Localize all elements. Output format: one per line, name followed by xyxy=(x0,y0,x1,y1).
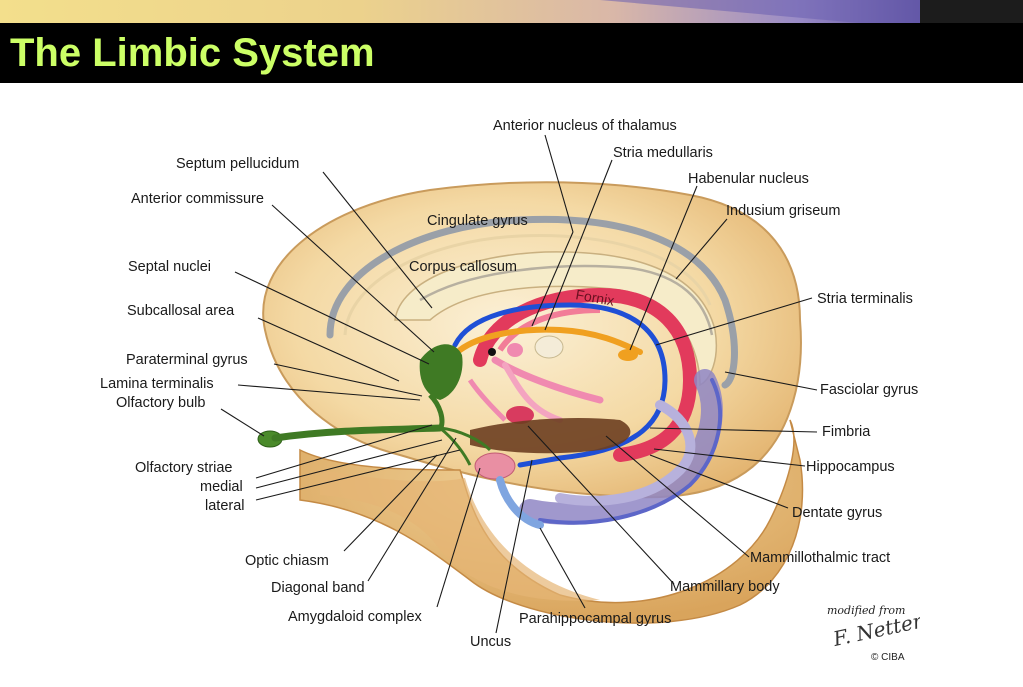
label-anterior-nucleus-of-thalamus: Anterior nucleus of thalamus xyxy=(493,118,677,134)
stria-medullaris-region xyxy=(457,326,643,355)
label-dentate-gyrus: Dentate gyrus xyxy=(792,505,882,521)
limbic-system-diagram: Anterior nucleus of thalamus Stria medul… xyxy=(0,83,1023,682)
leader-lines xyxy=(220,134,818,634)
label-septal-nuclei: Septal nuclei xyxy=(128,259,211,275)
label-olfactory-striae: Olfactory striae xyxy=(135,460,233,476)
label-uncus: Uncus xyxy=(470,634,511,650)
label-stria-medullaris: Stria medullaris xyxy=(613,145,713,161)
slide-title: The Limbic System xyxy=(10,31,375,75)
stria-terminalis-region xyxy=(452,302,668,468)
label-septum-pellucidum: Septum pellucidum xyxy=(176,156,299,172)
label-subcallosal-area: Subcallosal area xyxy=(127,303,235,319)
label-amygdaloid-complex: Amygdaloid complex xyxy=(288,609,423,625)
label-diagonal-band: Diagonal band xyxy=(271,580,365,596)
label-fimbria: Fimbria xyxy=(822,424,871,440)
label-stria-terminalis: Stria terminalis xyxy=(817,291,913,307)
hippocampus-region xyxy=(519,369,723,525)
label-olfactory-striae-lateral: lateral xyxy=(205,498,245,514)
label-anterior-commissure: Anterior commissure xyxy=(131,191,264,207)
label-mammillothalmic-tract: Mammillothalmic tract xyxy=(750,550,890,566)
label-paraterminal-gyrus: Paraterminal gyrus xyxy=(126,352,248,368)
label-indusium-griseum: Indusium griseum xyxy=(726,203,840,219)
credit-copyright: © CIBA xyxy=(871,652,905,663)
netter-credit: modified from F. Netter © CIBA xyxy=(825,600,926,668)
label-fasciolar-gyrus: Fasciolar gyrus xyxy=(820,382,918,398)
title-bar xyxy=(0,23,1023,83)
cingulate-gyrus-region xyxy=(326,215,738,389)
credit-modified-from: modified from xyxy=(827,604,905,617)
label-corpus-callosum: Corpus callosum xyxy=(409,259,517,275)
thalamic-structures xyxy=(467,335,638,424)
label-habenular-nucleus: Habenular nucleus xyxy=(688,171,809,187)
label-fornix: Fornix xyxy=(574,286,615,309)
label-cingulate-gyrus: Cingulate gyrus xyxy=(427,213,528,229)
decorative-banner xyxy=(0,0,1023,23)
amygdaloid-complex-region xyxy=(474,452,516,480)
label-hippocampus: Hippocampus xyxy=(806,459,895,475)
label-parahippocampal-gyrus: Parahippocampal gyrus xyxy=(519,611,671,627)
fornix-region xyxy=(473,287,698,462)
label-olfactory-striae-medial: medial xyxy=(200,479,243,495)
label-lamina-terminalis: Lamina terminalis xyxy=(100,376,214,392)
label-mammillary-body: Mammillary body xyxy=(670,579,780,595)
label-olfactory-bulb: Olfactory bulb xyxy=(116,395,205,411)
label-optic-chiasm: Optic chiasm xyxy=(245,553,329,569)
